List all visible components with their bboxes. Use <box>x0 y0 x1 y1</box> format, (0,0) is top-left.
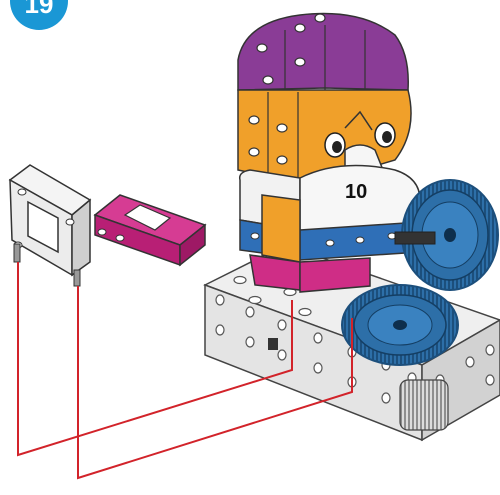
blue-gear-lower <box>342 285 458 365</box>
loose-magenta-frame <box>95 195 205 265</box>
loose-square-frame <box>10 165 90 286</box>
drum-label: 10 <box>345 181 367 203</box>
bird-figure: 10 <box>238 14 420 292</box>
